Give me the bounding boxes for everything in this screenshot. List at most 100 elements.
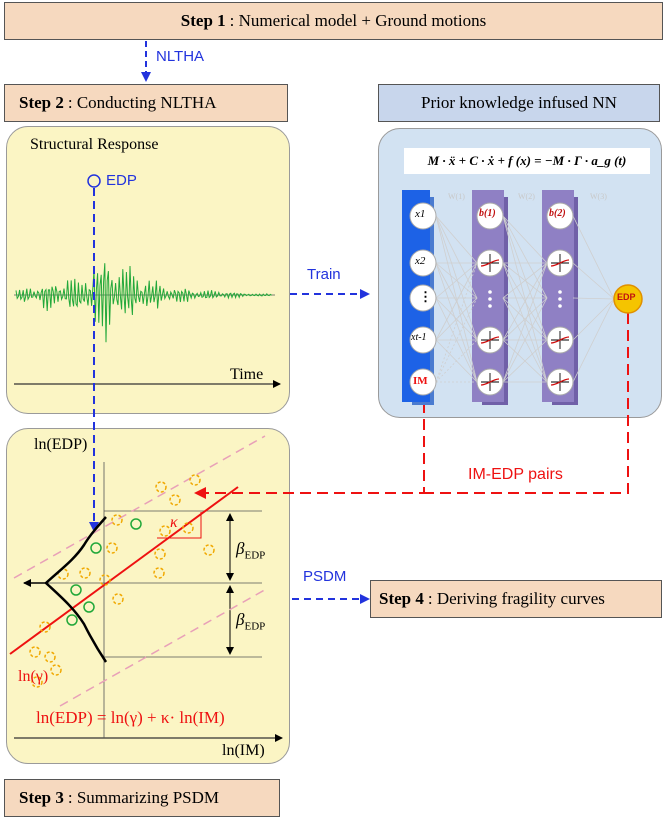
- nn-connection: [435, 297, 478, 341]
- nn-connection: [502, 297, 548, 383]
- input-x1-label: x1: [415, 208, 426, 220]
- nn-connection: [435, 215, 478, 341]
- beta1-symbol: β: [236, 539, 245, 558]
- nn-connection: [502, 262, 548, 299]
- kappa-label: κ: [170, 514, 178, 531]
- nn-connection: [502, 262, 548, 341]
- neural-network: [402, 190, 643, 405]
- step2-box: Step 2: Conducting NLTHA: [4, 84, 288, 122]
- scatter-point: [155, 481, 167, 493]
- scatter-point: [99, 574, 111, 586]
- step4-label: Step 4: [379, 589, 424, 608]
- scatter-point: [153, 567, 165, 579]
- nn-connection: [572, 298, 615, 341]
- scatter-point: [31, 676, 43, 688]
- input-node-im: [409, 368, 437, 396]
- ellipsis-dot: [558, 304, 562, 308]
- scatter-point: [154, 548, 166, 560]
- step1-text: : Numerical model + Ground motions: [229, 11, 487, 30]
- nn-connection: [435, 215, 478, 299]
- edp-marker: [87, 174, 101, 188]
- psdm-equation: ln(EDP) = ln(γ) + κ· ln(IM): [36, 708, 225, 727]
- activation-curve: [550, 259, 570, 267]
- beta1-label: βEDP: [236, 539, 265, 561]
- input-node-xt1: [409, 326, 437, 354]
- step4-box: Step 4: Deriving fragility curves: [370, 580, 662, 618]
- step1-box: Step 1: Numerical model + Ground motions: [4, 2, 663, 40]
- scatter-point: [112, 593, 124, 605]
- beta2-label: βEDP: [236, 610, 265, 632]
- nn-title-box: Prior knowledge infused NN: [378, 84, 660, 122]
- nn-connection: [435, 262, 478, 383]
- edp-to-pairs-line: [424, 313, 629, 494]
- scatter-point: [159, 525, 171, 537]
- step3-label: Step 3: [19, 788, 64, 807]
- nn-connection: [572, 215, 615, 300]
- nn-connection: [502, 215, 548, 264]
- weight3-label: W(3): [590, 192, 607, 201]
- activation-curve: [480, 336, 500, 344]
- step2-label: Step 2: [19, 93, 64, 112]
- nn-connection: [502, 339, 548, 383]
- bias-node-1: [476, 202, 504, 230]
- scatter-point: [130, 518, 142, 530]
- train-label: Train: [307, 266, 341, 283]
- ellipsis-dot: [558, 290, 562, 294]
- psdm-xlabel: ln(IM): [222, 742, 265, 759]
- scatter-point: [70, 584, 82, 596]
- input-xt1-label: xt-1: [411, 332, 427, 343]
- psdm-panel: [6, 428, 290, 764]
- output-edp-label: EDP: [617, 292, 636, 302]
- nn-connection: [502, 297, 548, 341]
- response-title: Structural Response: [30, 136, 159, 153]
- nn-connection: [572, 297, 615, 300]
- ellipsis-dot: [488, 297, 492, 301]
- scatter-point: [203, 544, 215, 556]
- step3-text: : Summarizing PSDM: [67, 788, 219, 807]
- scatter-point: [90, 542, 102, 554]
- bias-node-2: [546, 202, 574, 230]
- input-node-dots: [409, 284, 437, 312]
- input-x2-label: x2: [415, 255, 426, 267]
- nn-connection: [502, 215, 548, 341]
- scatter-point: [39, 621, 51, 633]
- step4-text: : Deriving fragility curves: [427, 589, 605, 608]
- weight1-label: W(1): [448, 192, 465, 201]
- scatter-point: [169, 494, 181, 506]
- input-node-x1: [409, 202, 437, 230]
- scatter-point: [182, 522, 194, 534]
- psdm-ylabel: ln(EDP): [34, 436, 88, 453]
- nn-equation-box: M · ẍ + C · ẋ + f (x) = −M · Γ · a_g (t): [404, 148, 650, 174]
- regression-line: [9, 486, 239, 655]
- nn-connection: [435, 297, 478, 383]
- nn-connection: [572, 298, 615, 383]
- bias2-label: b(2): [549, 208, 566, 219]
- weight2-label: W(2): [518, 192, 535, 201]
- edp-label: EDP: [106, 172, 137, 189]
- step3-box: Step 3: Summarizing PSDM: [4, 779, 280, 817]
- scatter-points: [29, 474, 215, 688]
- response-panel: [6, 126, 290, 414]
- bias1-label: b(1): [479, 208, 496, 219]
- psdm-label: PSDM: [303, 568, 347, 585]
- nn-connection: [435, 339, 478, 383]
- scatter-point: [66, 614, 78, 626]
- scatter-point: [189, 474, 201, 486]
- nn-equation: M · ẍ + C · ẋ + f (x) = −M · Γ · a_g (t): [427, 153, 627, 168]
- nn-connection: [435, 262, 478, 299]
- ellipsis-dot: [488, 290, 492, 294]
- beta2-symbol: β: [236, 610, 245, 629]
- nn-connections: [435, 215, 615, 383]
- nn-title: Prior knowledge infused NN: [421, 93, 617, 112]
- lower-bound-line: [59, 587, 269, 707]
- beta1-subscript: EDP: [244, 549, 266, 562]
- nn-connection: [572, 262, 615, 300]
- upper-bound-line: [13, 435, 266, 579]
- nn-connection: [502, 262, 548, 383]
- response-waveform: [15, 263, 272, 343]
- scatter-point: [106, 542, 118, 554]
- ellipsis-dot: [488, 304, 492, 308]
- im-edp-pairs-arrow: [194, 402, 425, 499]
- ellipsis-dot: [558, 297, 562, 301]
